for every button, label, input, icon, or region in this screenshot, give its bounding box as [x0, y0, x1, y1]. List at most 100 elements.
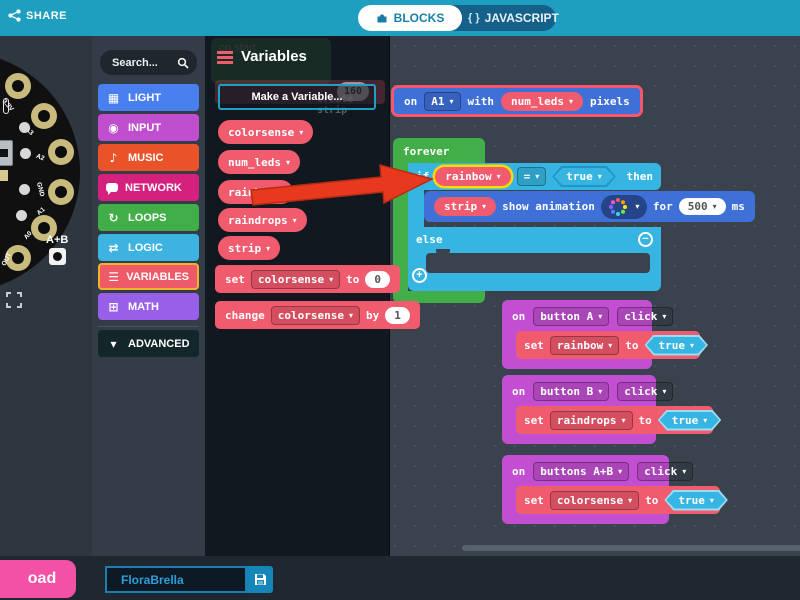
- variable-pill-num-leds[interactable]: num_leds: [218, 150, 300, 174]
- search-input[interactable]: [112, 56, 177, 69]
- variable-dropdown[interactable]: colorsense: [270, 305, 360, 325]
- block-word: to: [625, 338, 639, 352]
- operator-dropdown[interactable]: =: [516, 167, 547, 186]
- project-name-input[interactable]: [105, 566, 247, 593]
- sidebar-item-music[interactable]: ♪ MUSIC: [98, 144, 199, 171]
- on-pin-pixels-block[interactable]: on A1 with num_leds pixels: [391, 85, 643, 117]
- variable-pill-colorsense[interactable]: colorsense: [218, 120, 314, 144]
- variable-pill-raindrops[interactable]: raindrops: [218, 208, 307, 232]
- add-else-button[interactable]: [412, 268, 427, 283]
- horizontal-scrollbar[interactable]: [462, 545, 800, 551]
- sidebar-item-loops[interactable]: ↻ LOOPS: [98, 204, 199, 231]
- set-variable-block[interactable]: set colorsense to 0: [215, 265, 400, 293]
- share-button[interactable]: SHARE: [8, 9, 67, 22]
- save-button[interactable]: [247, 566, 273, 593]
- block-word: set: [225, 272, 245, 286]
- board-pad: [5, 73, 31, 99]
- button-dropdown[interactable]: button B: [533, 381, 610, 401]
- block-word: change: [225, 308, 265, 322]
- download-button[interactable]: oad: [0, 560, 76, 598]
- if-block[interactable]: if rainbow = true then: [408, 163, 661, 190]
- neopixel-led: [16, 210, 27, 221]
- on-button-b-block[interactable]: on button B click set raindrops to true: [502, 375, 656, 444]
- event-dropdown[interactable]: click: [617, 306, 674, 326]
- tab-blocks-label: BLOCKS: [393, 11, 445, 25]
- sidebar-item-input[interactable]: ◉ INPUT: [98, 114, 199, 141]
- block-workspace[interactable]: on A1 with num_leds pixels forever if ra…: [205, 36, 800, 556]
- search-box[interactable]: [100, 50, 197, 75]
- event-dropdown[interactable]: click: [617, 381, 674, 401]
- variable-strip[interactable]: strip: [434, 197, 497, 216]
- variable-pill-rainbow[interactable]: rainbow: [218, 180, 294, 204]
- tab-blocks[interactable]: BLOCKS: [358, 5, 462, 31]
- tab-javascript[interactable]: { } JAVASCRIPT: [468, 5, 559, 31]
- category-label: LIGHT: [128, 91, 161, 104]
- category-label: LOGIC: [128, 241, 163, 254]
- empty-statement-slot[interactable]: [426, 249, 650, 273]
- block-word: pixels: [590, 94, 630, 108]
- event-dropdown[interactable]: click: [637, 461, 694, 481]
- block-word: show animation: [502, 200, 595, 213]
- chevron-down-icon: ▾: [110, 336, 117, 351]
- fullscreen-button[interactable]: [6, 292, 22, 308]
- slide-switch[interactable]: [0, 140, 13, 166]
- make-variable-button[interactable]: Make a Variable...: [218, 84, 376, 110]
- animation-picker[interactable]: [600, 194, 647, 219]
- ab-button[interactable]: [49, 248, 66, 265]
- set-colorsense-block[interactable]: set colorsense to true: [516, 486, 720, 514]
- braces-icon: { }: [468, 12, 480, 24]
- value-true-hex[interactable]: true: [645, 335, 709, 356]
- remove-else-button[interactable]: [638, 231, 653, 247]
- category-label: MUSIC: [128, 151, 164, 164]
- sidebar-item-advanced[interactable]: ▾ ADVANCED: [98, 330, 199, 357]
- value-input[interactable]: 0: [365, 270, 390, 288]
- button-dropdown[interactable]: button A: [533, 306, 610, 326]
- else-statement-row: [408, 249, 661, 275]
- condition-value-hex[interactable]: true: [552, 166, 616, 187]
- category-sidebar: ▦ LIGHT ◉ INPUT ♪ MUSIC NETWORK ↻ LOOPS …: [92, 36, 205, 556]
- variable-pill-strip[interactable]: strip: [218, 236, 281, 260]
- sidebar-item-variables[interactable]: ☰ VARIABLES: [98, 263, 199, 290]
- flyout-title: Variables: [241, 48, 307, 65]
- tab-javascript-label: JAVASCRIPT: [484, 11, 559, 25]
- category-label: LOOPS: [128, 211, 167, 224]
- pin-dropdown[interactable]: A1: [424, 91, 461, 111]
- block-word: set: [524, 493, 544, 507]
- change-variable-block[interactable]: change colorsense by 1: [215, 301, 420, 329]
- forever-footer: [393, 291, 485, 303]
- variable-dropdown[interactable]: raindrops: [549, 410, 633, 430]
- light-grid-icon: ▦: [107, 90, 120, 105]
- value-input[interactable]: 1: [385, 306, 410, 324]
- show-animation-block[interactable]: strip show animation for 500 ms: [424, 191, 755, 222]
- value-true-hex[interactable]: true: [658, 410, 722, 431]
- sidebar-item-logic[interactable]: ⇄ LOGIC: [98, 234, 199, 261]
- sidebar-item-network[interactable]: NETWORK: [98, 174, 199, 201]
- block-word: ms: [731, 200, 745, 213]
- sidebar-item-math[interactable]: ⊞ MATH: [98, 293, 199, 320]
- duration-dropdown[interactable]: 500: [678, 198, 726, 215]
- neopixel-led: [20, 148, 31, 159]
- board-pad: [31, 103, 57, 129]
- sidebar-item-light[interactable]: ▦ LIGHT: [98, 84, 199, 111]
- on-buttons-ab-block[interactable]: on buttons A+B click set colorsense to t…: [502, 455, 669, 524]
- forever-block[interactable]: forever: [393, 138, 485, 164]
- block-word: to: [638, 413, 652, 427]
- on-button-a-block[interactable]: on button A click set rainbow to true: [502, 300, 652, 369]
- block-word: for: [652, 200, 673, 213]
- value-true-hex[interactable]: true: [664, 490, 728, 511]
- condition-variable-rainbow[interactable]: rainbow: [435, 167, 511, 186]
- category-label: INPUT: [128, 121, 161, 134]
- set-rainbow-block[interactable]: set rainbow to true: [516, 331, 700, 359]
- button-dropdown[interactable]: buttons A+B: [533, 461, 630, 481]
- variable-num-leds[interactable]: num_leds: [501, 91, 584, 111]
- thermometer-icon: [3, 98, 9, 114]
- puzzle-icon: [377, 14, 387, 23]
- board-pad: [31, 215, 57, 241]
- variable-dropdown[interactable]: rainbow: [549, 335, 620, 355]
- variable-dropdown[interactable]: colorsense: [549, 490, 640, 510]
- block-word: with: [467, 94, 495, 108]
- board-pad: [48, 179, 74, 205]
- variable-dropdown[interactable]: colorsense: [250, 269, 341, 289]
- set-raindrops-block[interactable]: set raindrops to true: [516, 406, 713, 434]
